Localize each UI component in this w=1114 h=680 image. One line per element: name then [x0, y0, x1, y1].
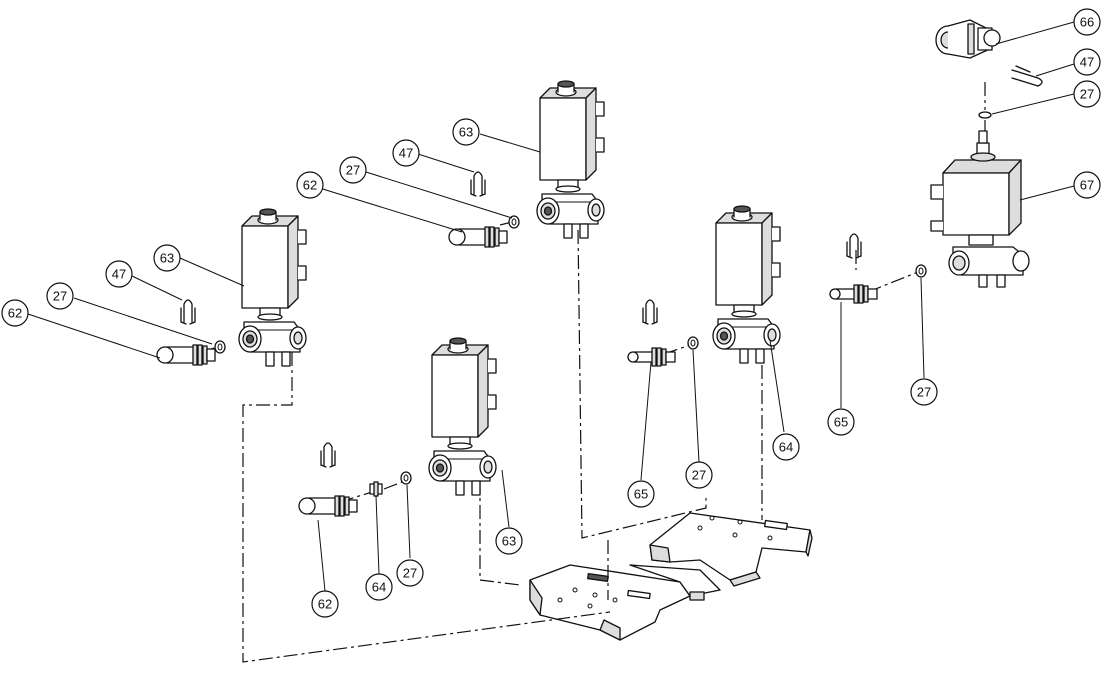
callout-label: 62: [8, 306, 22, 321]
callout-label: 67: [1080, 178, 1094, 193]
oring-top-right: [978, 111, 992, 119]
solenoid-valve-mid-right: [712, 205, 781, 364]
callout-label: 63: [502, 534, 516, 549]
callout-c62a: 62: [296, 171, 324, 199]
oring-center: [400, 471, 412, 485]
mounting-bracket-left: [529, 564, 721, 641]
callout-c65a: 65: [827, 408, 855, 436]
fitting-62-left: [156, 344, 216, 366]
callout-c27c: 27: [46, 282, 74, 310]
callout-label: 62: [303, 178, 317, 193]
callout-c27d: 27: [910, 378, 938, 406]
oring-left: [214, 340, 226, 354]
callout-c67: 67: [1073, 171, 1101, 199]
callout-label: 62: [318, 597, 332, 612]
callout-circle: [105, 260, 133, 288]
callout-label: 66: [1080, 15, 1094, 30]
callout-c27f: 27: [396, 559, 424, 587]
callout-label: 63: [459, 125, 473, 140]
callout-label: 27: [53, 289, 67, 304]
callout-label: 63: [160, 251, 174, 266]
callout-label: 47: [112, 267, 126, 282]
mounting-bracket-right: [649, 512, 813, 587]
callout-circle: [627, 480, 655, 508]
oring-right: [915, 264, 927, 278]
fitting-65-mid: [627, 347, 676, 367]
callout-c66: 66: [1073, 8, 1101, 36]
clip-mid: [642, 299, 658, 325]
callout-circle: [339, 156, 367, 184]
callout-label: 27: [917, 385, 931, 400]
callout-circle: [365, 573, 393, 601]
callout-label: 47: [1080, 55, 1094, 70]
callout-circle: [1073, 171, 1101, 199]
callout-c27e: 27: [685, 461, 713, 489]
leader-lines: [27, 21, 1075, 592]
callout-label: 27: [403, 566, 417, 581]
callout-c63c: 63: [495, 527, 523, 555]
callout-c63b: 63: [153, 244, 181, 272]
fitting-65-right: [829, 284, 878, 304]
callout-circle: [296, 171, 324, 199]
callout-bubbles: 66 47 27 67 63 47 27 62 63 47 27 62 27 65 64 27 65 63 27 64…: [1, 8, 1101, 618]
callout-circle: [910, 378, 938, 406]
callout-c62b: 62: [1, 299, 29, 327]
callout-circle: [153, 244, 181, 272]
clip-left: [180, 299, 196, 325]
clip-center: [320, 442, 336, 468]
callout-label: 47: [399, 146, 413, 161]
fitting-62-center: [298, 495, 358, 517]
solenoid-valve-top: [536, 80, 605, 239]
callout-c64a: 64: [772, 433, 800, 461]
callout-circle: [1073, 48, 1101, 76]
callout-circle: [46, 282, 74, 310]
callout-c47a: 47: [1073, 48, 1101, 76]
callout-circle: [396, 559, 424, 587]
callout-label: 27: [1080, 87, 1094, 102]
elbow-fitting: [935, 19, 1001, 59]
callout-label: 27: [346, 163, 360, 178]
oring-mid: [687, 336, 699, 350]
callout-c27a: 27: [1073, 80, 1101, 108]
callout-c65b: 65: [627, 480, 655, 508]
solenoid-valve-center: [428, 337, 497, 496]
solenoid-valve-far-right: [930, 130, 1030, 288]
fitting-62-top: [448, 226, 508, 248]
callout-circle: [1073, 80, 1101, 108]
callout-circle: [495, 527, 523, 555]
callout-c47b: 47: [392, 139, 420, 167]
callout-c27b: 27: [339, 156, 367, 184]
clip-top-right: [1011, 65, 1043, 87]
callout-c63a: 63: [452, 118, 480, 146]
clip-top: [470, 171, 486, 197]
callout-circle: [827, 408, 855, 436]
callout-label: 27: [692, 468, 706, 483]
fitting-64: [369, 481, 383, 497]
callout-circle: [772, 433, 800, 461]
callout-label: 64: [372, 580, 386, 595]
clip-right: [846, 233, 862, 259]
callout-circle: [1073, 8, 1101, 36]
callout-circle: [1, 299, 29, 327]
solenoid-valve-left: [238, 208, 307, 367]
callout-c64b: 64: [365, 573, 393, 601]
callout-c62c: 62: [311, 590, 339, 618]
callout-label: 65: [634, 487, 648, 502]
callout-label: 64: [779, 440, 793, 455]
callout-circle: [311, 590, 339, 618]
callout-circle: [685, 461, 713, 489]
callout-c47c: 47: [105, 260, 133, 288]
callout-circle: [392, 139, 420, 167]
callout-circle: [452, 118, 480, 146]
callout-label: 65: [834, 415, 848, 430]
